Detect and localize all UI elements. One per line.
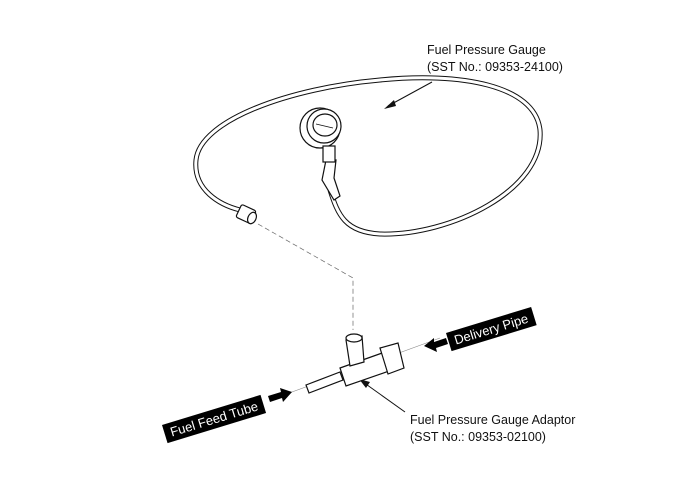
hose-end-fitting: [235, 204, 258, 225]
gauge-sst-number: (SST No.: 09353-24100): [427, 60, 563, 74]
adaptor-label: Fuel Pressure Gauge Adaptor (SST No.: 09…: [410, 412, 575, 446]
feed-arrow-icon: [268, 388, 292, 402]
gauge-name: Fuel Pressure Gauge: [427, 43, 546, 57]
adaptor-sst-number: (SST No.: 09353-02100): [410, 430, 546, 444]
guide-line: [257, 223, 354, 330]
gauge-label: Fuel Pressure Gauge (SST No.: 09353-2410…: [427, 42, 563, 76]
delivery-arrow-icon: [424, 338, 448, 352]
gauge-adaptor: [305, 333, 405, 394]
adaptor-name: Fuel Pressure Gauge Adaptor: [410, 413, 576, 427]
pressure-gauge: [299, 107, 342, 201]
